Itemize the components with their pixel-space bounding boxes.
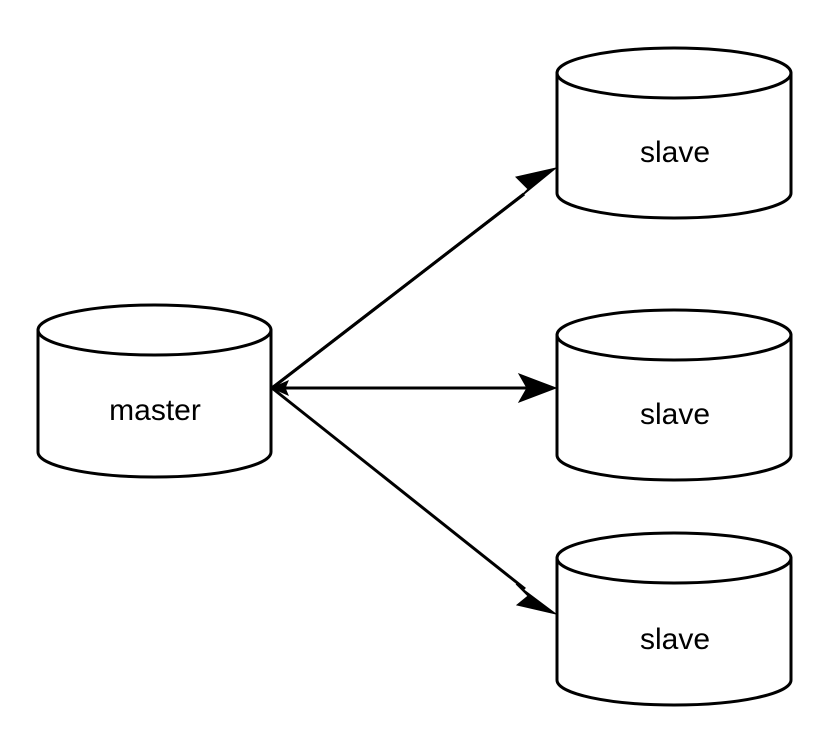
- edge-master-to-slave-bottom[interactable]: [271, 386, 557, 615]
- edge-line-bottom: [271, 386, 526, 591]
- node-label-master: master: [109, 394, 201, 427]
- master-cylinder-top: [36, 303, 273, 357]
- node-group: master slave slave slave: [36, 46, 793, 707]
- node-slave-bottom[interactable]: slave: [555, 531, 793, 707]
- slave-bottom-cylinder-body: [555, 556, 793, 707]
- arrowhead-middle-icon: [517, 373, 558, 403]
- arrowhead-bottom-icon: [515, 583, 557, 615]
- node-slave-middle[interactable]: slave: [555, 308, 793, 482]
- edge-origin-junction-icon: [270, 380, 289, 396]
- slave-middle-cylinder-top: [555, 308, 793, 362]
- slave-bottom-cylinder-top: [555, 531, 793, 585]
- edge-group: [270, 167, 558, 615]
- slave-top-cylinder-top: [555, 46, 793, 100]
- node-label-slave-top: slave: [640, 136, 710, 169]
- edge-master-to-slave-middle[interactable]: [272, 373, 558, 403]
- arrowhead-top-icon: [515, 167, 557, 200]
- node-master[interactable]: master: [36, 303, 273, 479]
- node-label-slave-middle: slave: [640, 398, 710, 431]
- edge-line-top-b: [271, 192, 525, 390]
- slave-top-cylinder-body: [555, 71, 793, 220]
- edge-master-to-slave-top[interactable]: [271, 167, 557, 390]
- node-slave-top[interactable]: slave: [555, 46, 793, 220]
- master-cylinder-body: [36, 328, 273, 479]
- slave-middle-cylinder-body: [555, 333, 793, 482]
- node-label-slave-bottom: slave: [640, 623, 710, 656]
